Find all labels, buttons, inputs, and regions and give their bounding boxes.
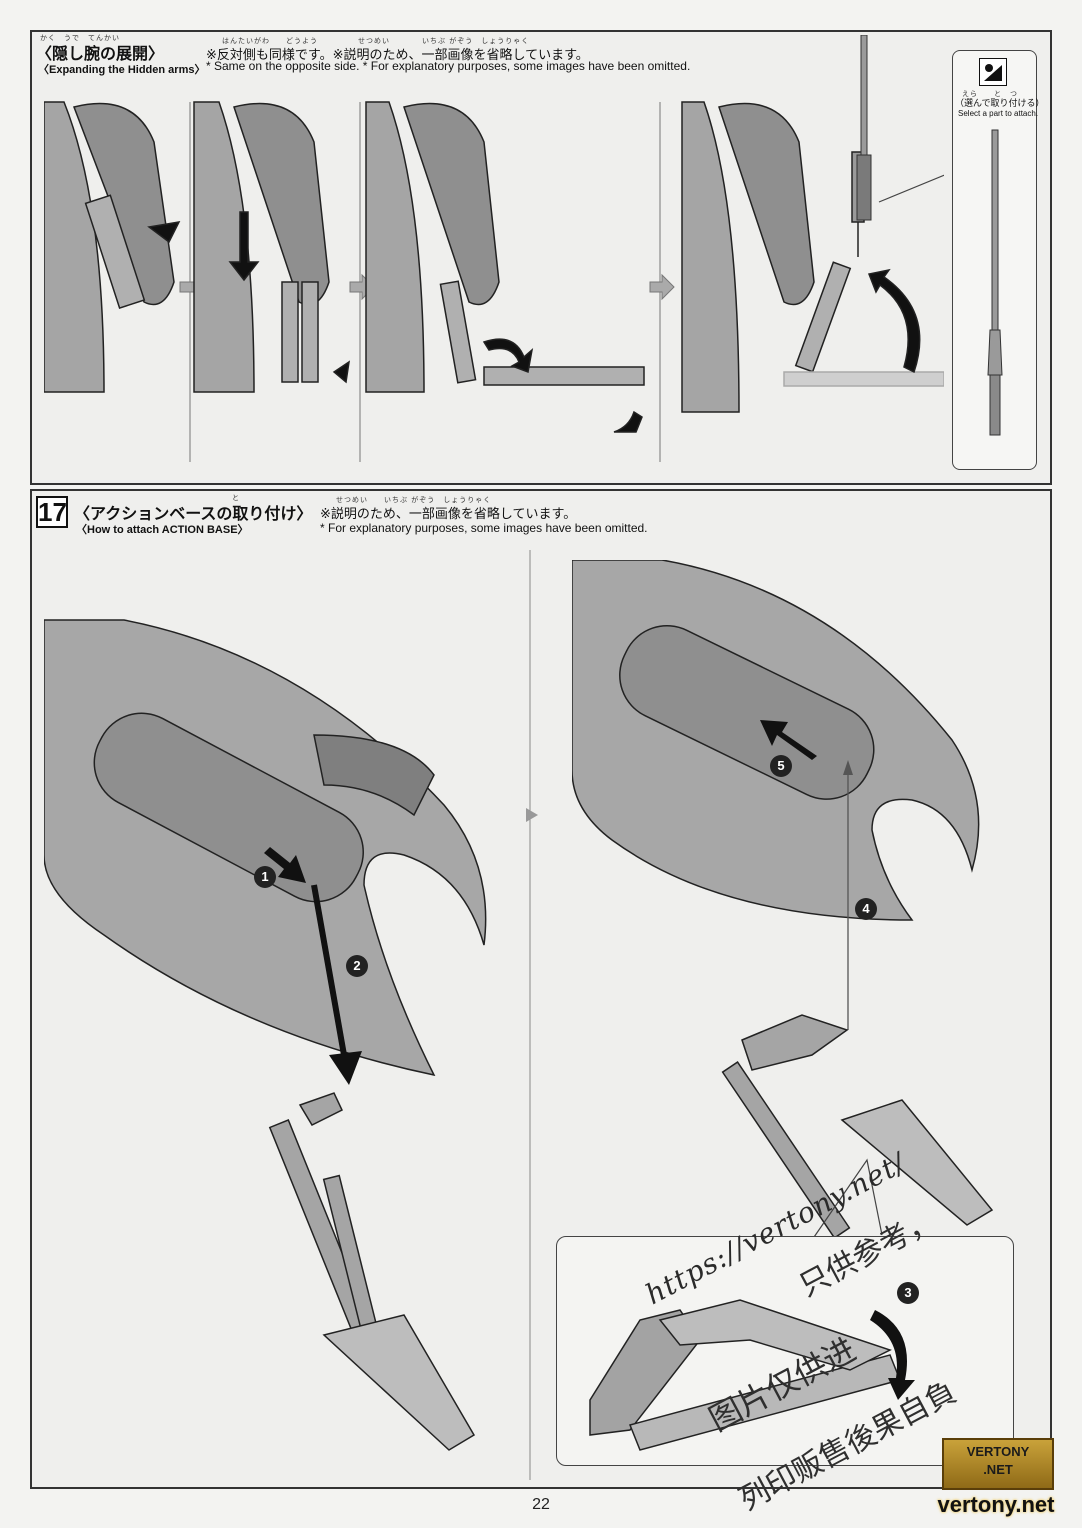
step-marker-2: 2 [346,955,368,977]
step-marker-4: 4 [855,898,877,920]
title-ruby-2: と [232,494,240,502]
vertony-logo: VERTONY .NET vertony.net [938,1438,1054,1517]
select-label-en: Select a part to attach. [958,109,1039,118]
hidden-arms-note-jp: ※反対側も同様です。※説明のため、一部画像を省略しています。 [206,48,589,63]
logo-top-text: VERTONY [966,1444,1030,1459]
action-base-right-illustration [572,560,994,1241]
attachable-rod-illustration [987,129,1003,436]
step-marker-3: 3 [897,1282,919,1304]
hidden-arms-title-jp: 〈隠し腕の展開〉 [36,44,165,63]
logo-plate [942,1438,1054,1490]
hidden-arms-sequence-illustration [44,101,944,462]
logo-bottom-text: vertony.net [937,1492,1055,1517]
title-ruby: かく うで てんかい [40,34,120,42]
step-panel-1 [44,101,181,393]
logo-middle-text: .NET [983,1462,1013,1477]
action-base-left-illustration [44,619,487,1451]
action-base-note-jp: ※説明のため、一部画像を省略しています。 [320,507,577,522]
step-panel-4 [681,101,944,413]
step-panel-3 [365,101,645,433]
detail-inset-illustration [589,1299,915,1451]
step-divider [526,550,538,1480]
action-base-title-jp: 〈アクションベースの取り付け〉 [74,504,313,523]
select-ruby: えら と つ [962,90,1018,98]
hidden-arms-note-en: * Same on the opposite side. * For expla… [206,59,691,73]
step-panel-2 [193,101,350,393]
step-marker-1: 1 [254,866,276,888]
note-ruby-2: せつめい いちぶ がぞう しょうりゃく [336,496,492,504]
beam-saber-illustration [856,35,872,221]
action-base-title-en: 〈How to attach ACTION BASE〉 [76,524,249,536]
page-number: 22 [532,1496,550,1513]
step-number: 17 [36,496,68,528]
action-base-note-en: * For explanatory purposes, some images … [320,521,648,535]
step-marker-5: 5 [770,755,792,777]
select-icon-glyph [984,64,1002,81]
note-ruby: はんたいがわ どうよう せつめい いちぶ がぞう しょうりゃく [222,37,530,45]
hidden-arms-title-en: 〈Expanding the Hidden arms〉 [38,64,206,76]
select-part-icon [979,58,1007,86]
select-label-jp: （選んで取り付ける） [955,99,1045,109]
